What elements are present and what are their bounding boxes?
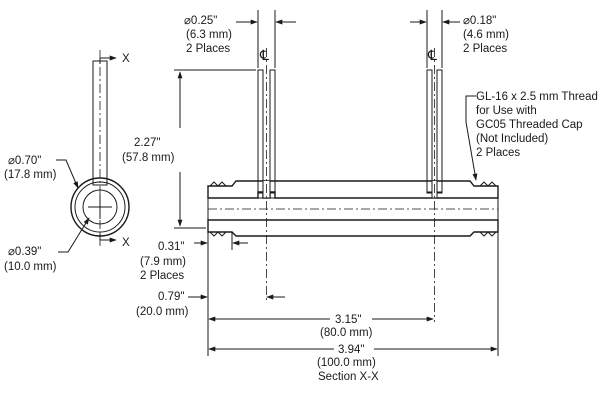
thread-right-top: [479, 181, 497, 187]
id-label: ⌀0.39": [8, 246, 41, 258]
wall-thickness: 0.31": [158, 241, 184, 253]
id-label-mm: (10.0 mm): [4, 261, 57, 273]
section-marker-bottom: X: [122, 237, 130, 249]
inset-mm: (20.0 mm): [136, 306, 189, 318]
left-stem-wall-right: [269, 69, 276, 193]
od-leader: [56, 159, 79, 189]
tube-top-wall: [207, 180, 499, 199]
wall-thickness-mm: (7.9 mm): [140, 256, 186, 268]
right-stem-diameter-mm: (4.6 mm): [463, 29, 509, 41]
id-leader: [58, 217, 90, 253]
wall-places: 2 Places: [140, 270, 184, 282]
thread-note-line-1: GL-16 x 2.5 mm Thread: [476, 91, 598, 103]
stem-spacing-mm: (80.0 mm): [320, 327, 373, 339]
right-centerline-symbol: ℄: [427, 47, 437, 63]
right-stem-wall-right: [436, 69, 443, 193]
dimension-annotations: ⌀0.25" (6.3 mm) 2 Places ⌀0.18" (4.6 mm)…: [122, 10, 598, 383]
thread-note-line-2: for Use with: [476, 105, 537, 117]
section-view: ℄ ℄: [207, 47, 499, 322]
left-stem-diameter: ⌀0.25": [184, 15, 217, 27]
right-stem-diameter: ⌀0.18": [463, 15, 496, 27]
left-stem-places: 2 Places: [186, 43, 230, 55]
overall-length-mm: (100.0 mm): [317, 357, 376, 369]
tube-bottom-wall: [207, 219, 499, 237]
overall-length: 3.94": [338, 344, 364, 356]
thread-note-leader: [465, 95, 478, 181]
stem-spacing: 3.15": [335, 314, 361, 326]
stem-height-mm: (57.8 mm): [122, 152, 175, 164]
side-view-thread-circle: [74, 181, 126, 233]
section-marker-top: X: [122, 53, 130, 65]
stem-height: 2.27": [134, 137, 160, 149]
right-stem-places: 2 Places: [463, 43, 507, 55]
inset: 0.79": [158, 291, 184, 303]
od-label-mm: (17.8 mm): [4, 169, 57, 181]
od-label: ⌀0.70": [8, 155, 41, 167]
side-view: X X ⌀0.70" (17.8 mm) ⌀0.39" (10.0 mm): [4, 50, 130, 273]
left-centerline-symbol: ℄: [259, 47, 269, 63]
left-stem-wall-left: [257, 69, 264, 193]
thread-right-bottom: [479, 231, 497, 237]
thread-note-line-3: GC05 Threaded Cap: [476, 119, 583, 131]
right-stem-wall-left: [426, 69, 433, 193]
thread-left-bottom: [209, 231, 227, 237]
thread-left-top: [209, 181, 227, 187]
section-title: Section X-X: [318, 371, 379, 383]
thread-note-line-5: 2 Places: [476, 147, 520, 159]
left-stem-diameter-mm: (6.3 mm): [186, 29, 232, 41]
thread-note-line-4: (Not Included): [476, 133, 548, 145]
side-view-inner-circle: [82, 189, 118, 225]
